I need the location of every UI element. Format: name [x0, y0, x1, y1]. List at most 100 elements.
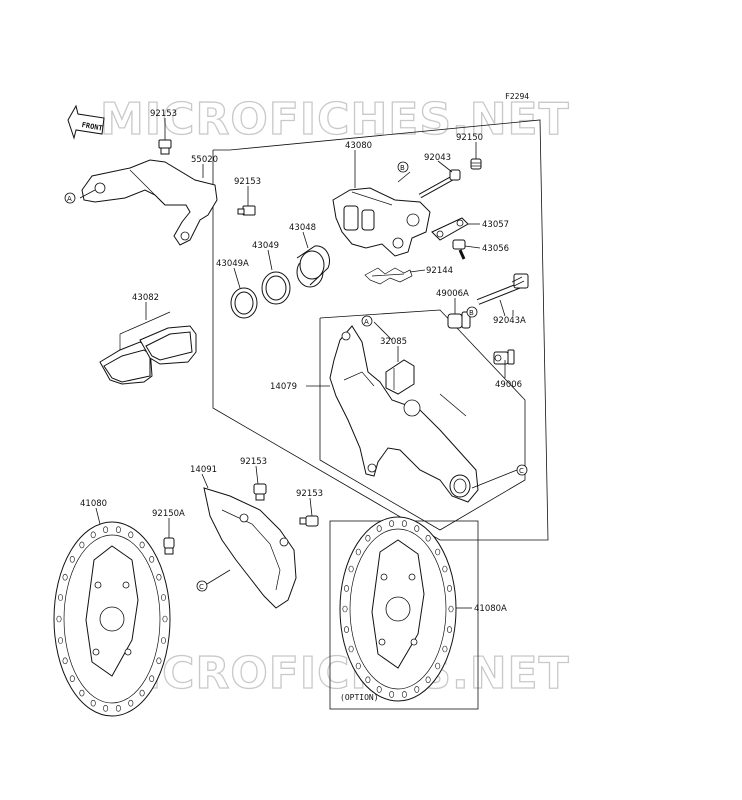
svg-text:A: A — [364, 318, 369, 326]
disc-41080-hole — [79, 541, 85, 549]
seal-43049 — [261, 271, 291, 305]
disc-41080A-hole — [446, 626, 452, 633]
label-92153-mid: 92153 — [234, 177, 261, 187]
label-14091: 14091 — [190, 465, 217, 475]
disc-41080-hole — [115, 704, 121, 712]
disc-41080-hole — [79, 689, 85, 697]
ref-circle-c-2: C — [196, 580, 208, 592]
disc-41080A-hole — [442, 565, 448, 573]
svg-text:B: B — [400, 164, 405, 172]
disc-41080A-hole — [365, 676, 371, 684]
ref-circle-c-1: C — [516, 464, 528, 476]
disc-41080-hole — [90, 531, 96, 539]
figure-code: F2294 — [505, 92, 529, 101]
piston-43048 — [296, 245, 330, 288]
disc-41080-hole — [69, 555, 75, 563]
disc-41080-hole — [161, 637, 167, 644]
label-43057: 43057 — [482, 220, 509, 230]
sleeve-49006 — [493, 349, 515, 365]
label-41080: 41080 — [80, 499, 107, 509]
disc-41080-hole — [162, 615, 168, 623]
label-92043: 92043 — [424, 153, 451, 163]
disc-41080A-hole — [448, 605, 454, 613]
ref-circle-b-1: B — [397, 161, 409, 173]
cap-92150 — [470, 158, 482, 170]
boot-49006A — [447, 311, 471, 329]
pin-92043 — [418, 169, 461, 199]
disc-41080A-hole — [389, 691, 395, 698]
disc-41080-hole — [156, 573, 162, 581]
ref-circle-a-2: A — [361, 315, 373, 327]
disc-41080A-hole — [414, 686, 420, 693]
disc-41080-hole — [139, 541, 145, 549]
label-92150: 92150 — [456, 133, 483, 143]
disc-41080-hole — [57, 594, 63, 601]
leader-lines — [79, 118, 518, 609]
disc-41080-hole — [156, 657, 162, 665]
disc-41080-hole — [128, 531, 134, 539]
disc-41080-hole — [69, 675, 75, 683]
bleeder-43056 — [452, 239, 466, 260]
disc-41080-hole — [128, 699, 134, 707]
caliper-body-43080 — [332, 187, 431, 257]
label-14079: 14079 — [270, 382, 297, 392]
bolt-92150A — [163, 537, 175, 555]
disc-41080-hole — [115, 526, 121, 534]
disc-41080A-hole — [376, 525, 382, 532]
bolt-92153-mid — [237, 205, 256, 216]
label-43082: 43082 — [132, 293, 159, 303]
front-label: FRONT — [81, 121, 103, 133]
svg-text:A: A — [67, 195, 72, 203]
disc-41080A-hole — [401, 691, 407, 698]
disc-41080A-hole — [442, 645, 448, 653]
disc-41080A-hole — [425, 534, 431, 542]
watermark-bottom: MICROFICHES.NET — [100, 648, 570, 699]
label-92153-low1: 92153 — [240, 457, 267, 467]
disc-41080-hole — [161, 594, 167, 601]
brake-disc-41080A — [339, 516, 457, 702]
bolt-92153-low2 — [299, 515, 319, 527]
pin-92043A — [476, 273, 529, 305]
brake-disc-41080 — [53, 521, 171, 717]
disc-41080-hole — [149, 675, 155, 683]
disc-guard-14091 — [203, 487, 297, 609]
label-41080A: 41080A — [474, 604, 507, 614]
label-43049A: 43049A — [216, 259, 249, 269]
label-43048: 43048 — [289, 223, 316, 233]
label-92144: 92144 — [426, 266, 453, 276]
svg-text:C: C — [199, 583, 204, 591]
watermark-top: MICROFICHES.NET — [100, 94, 570, 145]
seal-43049A — [230, 287, 258, 319]
disc-41080-hole — [62, 657, 68, 665]
label-55020: 55020 — [191, 155, 218, 165]
disc-41080-hole — [56, 615, 62, 623]
disc-41080A-hole — [435, 548, 441, 556]
disc-41080-hole — [139, 689, 145, 697]
disc-41080A-hole — [343, 585, 349, 592]
disc-41080-hole — [103, 704, 109, 712]
disc-41080A-hole — [342, 605, 348, 613]
option-label: (OPTION) — [340, 693, 379, 702]
svg-text:C: C — [519, 467, 524, 475]
label-32085: 32085 — [380, 337, 407, 347]
front-arrow-icon: FRONT — [67, 104, 105, 140]
disc-41080A-hole — [355, 662, 361, 670]
disc-41080A-hole — [446, 585, 452, 592]
label-92150A: 92150A — [152, 509, 185, 519]
disc-41080A-hole — [435, 662, 441, 670]
ref-circle-b-2: B — [466, 306, 478, 318]
label-92153-top: 92153 — [150, 109, 177, 119]
disc-41080A-hole — [348, 565, 354, 573]
ref-circle-a-1: A — [64, 192, 76, 204]
label-49006A: 49006A — [436, 289, 469, 299]
disc-41080A-hole — [414, 525, 420, 532]
disc-41080A-hole — [376, 686, 382, 693]
disc-41080A-hole — [425, 676, 431, 684]
disc-41080A-hole — [401, 520, 407, 527]
clip-32085 — [385, 359, 415, 395]
label-49006: 49006 — [495, 380, 522, 390]
disc-41080-hole — [103, 526, 109, 534]
brake-pads-43082 — [99, 311, 197, 385]
bolt-92153-top — [158, 139, 172, 155]
